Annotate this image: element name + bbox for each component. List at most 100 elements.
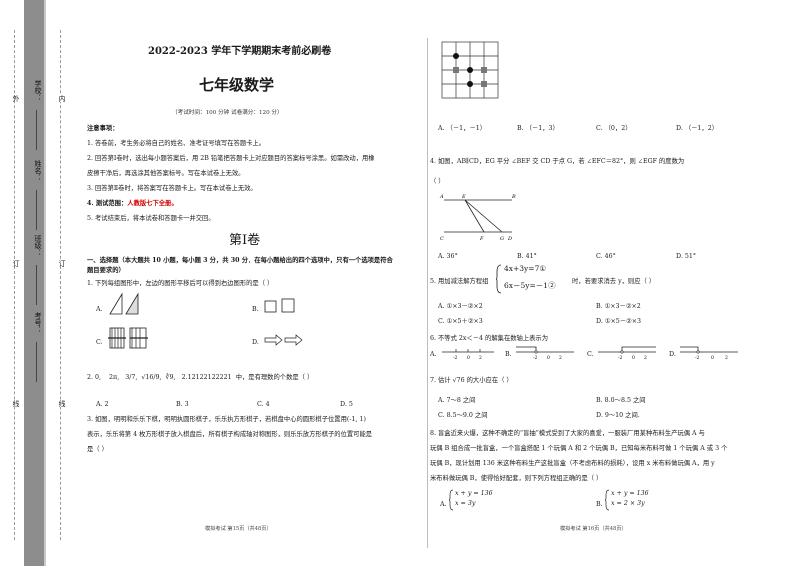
exam-info: （考试时间：100 分钟 试卷满分：120 分） — [172, 110, 283, 116]
exam-header: 2022-2023 学年下学期期末考前必刷卷 — [148, 46, 332, 57]
q5-option-c[interactable]: C. ①×5＋②×3 — [438, 318, 483, 325]
question-4: 4. 如图，AB∥CD，EG 平分 ∠BEF 交 CD 于点 G，若 ∠EFC＝… — [430, 158, 685, 165]
q6-option-b-number-line: -2 0 2 — [516, 346, 574, 361]
q4-label-d: D — [507, 236, 512, 242]
binding-bar — [24, 0, 44, 566]
q2-suffix: 中，是有理数的个数是（ ） — [235, 374, 314, 381]
q7-option-d[interactable]: D. 9～10 之间. — [596, 412, 640, 419]
class-field-line[interactable] — [36, 265, 37, 305]
q4-option-c[interactable]: C. 46° — [596, 253, 616, 260]
binding-edge — [44, 0, 46, 566]
q2-option-a[interactable]: A. 2 — [96, 401, 109, 408]
q6d-tick-1: -2 — [695, 355, 700, 361]
q6-option-b-label[interactable]: B. — [505, 351, 512, 358]
school-field-label: 学校： — [34, 80, 42, 101]
q8-option-b-label[interactable]: B. — [596, 501, 603, 508]
q3-option-b[interactable]: B. （－1，3） — [517, 125, 559, 132]
q6a-tick-2: 0 — [467, 355, 470, 361]
q1-option-d-label[interactable]: D. — [252, 339, 259, 346]
q5-brace — [495, 264, 502, 294]
q4-label-g: G — [500, 236, 504, 242]
q4-label-b: B — [511, 194, 516, 200]
q4-label-a: A — [439, 194, 444, 200]
q4-option-a[interactable]: A. 36° — [438, 253, 458, 260]
question-3-line-2: 表示，乐乐将第 4 枚方形棋子放入棋盘后，所有棋子构成轴对称图形，则乐乐放方形棋… — [87, 431, 373, 438]
q6a-tick-1: -2 — [453, 355, 458, 361]
q7-option-b[interactable]: B. 8.0～8.5 之间 — [596, 397, 646, 404]
q6-option-a-label[interactable]: A. — [430, 351, 437, 358]
q8-option-a-label[interactable]: A. — [440, 501, 447, 508]
page-divider — [427, 38, 428, 548]
q5-equation-2: 6x－5y=－1② — [504, 281, 556, 290]
q2-item-3: √16/9 — [141, 374, 160, 381]
left-page: 2022-2023 学年下学期期末考前必刷卷 七年级数学 （考试时间：100 分… — [87, 46, 393, 532]
q6b-tick-3: 2 — [559, 355, 562, 361]
question-1: 1. 下列每组图形中，左边的图形平移后可以得到右边图形的是（ ） — [87, 280, 274, 287]
inner-char-1: 内 — [57, 95, 67, 102]
q4-option-b[interactable]: B. 41° — [517, 253, 537, 260]
q4-label-e: E — [461, 194, 466, 200]
q1-option-b-label[interactable]: B. — [252, 306, 259, 313]
notice-4: 4. 测试范围：人教版七下全册。 — [87, 199, 178, 208]
inner-char-2: 订 — [57, 260, 67, 267]
outer-cut-line — [14, 30, 15, 540]
outer-char-2: 订 — [12, 260, 20, 267]
q8-option-a-eq1: x + y = 136 — [455, 490, 493, 497]
left-footer: 模拟考试 第15页（共48页） — [205, 526, 272, 532]
q7-option-c[interactable]: C. 8.5～9.0 之间 — [438, 412, 488, 419]
q2-item-2: 3/7 — [125, 374, 136, 381]
question-8-line-4: 米布料做玩偶 B，使得恰好配套，则下列方程组正确的是（ ） — [430, 475, 603, 482]
outer-char-1: 外 — [12, 95, 20, 102]
exam-number-line[interactable] — [36, 342, 37, 382]
q6c-tick-1: -2 — [618, 355, 623, 361]
notice-5: 5. 考试结束后，将本试卷和答题卡一并交回。 — [87, 215, 215, 222]
inner-cut-line — [60, 30, 61, 540]
question-8-line-3: 玩偶 B，现计划用 136 米这种布料生产这批盲盒（不考虑布料的损耗），设用 x… — [430, 460, 715, 467]
subject-title: 七年级数学 — [199, 76, 275, 94]
q6c-tick-3: 2 — [644, 355, 647, 361]
q6-option-d-label[interactable]: D. — [669, 351, 676, 358]
chessboard-figure — [441, 41, 499, 99]
q1-option-c-label[interactable]: C. — [96, 339, 103, 346]
question-7: 7. 估计 √76 的大小应在（ ） — [430, 377, 513, 384]
q4-option-d[interactable]: D. 51° — [676, 253, 696, 260]
q4-label-f: F — [479, 236, 484, 242]
q6c-tick-2: 0 — [632, 355, 635, 361]
notice-2-cont: 皮擦干净后，再选涂其他答案标号。写在本试卷上无效。 — [87, 170, 245, 177]
q5-equation-1: 4x+3y=7① — [504, 264, 547, 273]
binding-strip: 外 订 线 学校： 姓名： 班级： 考号： — [0, 0, 61, 566]
question-4-paren: （ ） — [430, 178, 445, 185]
q5-option-a[interactable]: A. ①×3－②×2 — [438, 303, 483, 310]
q5-option-b[interactable]: B. ①×3－②×2 — [596, 303, 641, 310]
q6-option-c-label[interactable]: C. — [587, 351, 594, 358]
name-field-line[interactable] — [36, 190, 37, 230]
q6a-tick-3: 2 — [479, 355, 482, 361]
question-5-prefix: 5. 用加减法解方程组 — [430, 278, 489, 285]
notice-4-range: 人教版七下全册。 — [127, 200, 178, 207]
q1-option-c-figure — [108, 327, 148, 349]
part1-heading-cont: 题目要求的） — [87, 267, 125, 274]
right-footer: 模拟考试 第16页（共48页） — [560, 526, 627, 532]
question-8-line-2: 玩偶 B 组合成一批盲盒，一个盲盒搭配 1 个玩偶 A 和 2 个玩偶 B，已知… — [430, 445, 728, 452]
question-6: 6. 不等式 2x＜－4 的解集在数轴上表示为 — [430, 335, 549, 342]
q2-option-b[interactable]: B. 3 — [176, 401, 189, 408]
q5-option-d[interactable]: D. ①×5－②×3 — [596, 318, 641, 325]
q3-option-c[interactable]: C. （0，2） — [596, 125, 632, 132]
q7-option-a[interactable]: A. 7～8 之间 — [438, 397, 476, 404]
exam-number-label: 考号： — [34, 312, 42, 333]
q8-option-b-eq2: x = 2 × 3y — [611, 500, 645, 507]
q1-option-a-label[interactable]: A. — [96, 306, 103, 313]
q2-option-c[interactable]: C. 4 — [257, 401, 270, 408]
school-field-line[interactable] — [36, 110, 37, 150]
q3-option-a[interactable]: A. （－1，－1） — [438, 125, 487, 132]
q2-option-d[interactable]: D. 5 — [340, 401, 353, 408]
class-field-label: 班级： — [34, 235, 42, 256]
notice-4-prefix: 4. 测试范围： — [87, 200, 128, 207]
q2-item-1: 2π — [109, 374, 118, 381]
part1-heading: 一、选择题（本大题共 10 小题，每小题 3 分，共 30 分．在每小题给出的四… — [87, 257, 393, 264]
name-field-label: 姓名： — [34, 160, 42, 181]
q3-option-d[interactable]: D. （－1，2） — [676, 125, 719, 132]
inner-char-3: 线 — [57, 400, 67, 407]
section-title: 第Ⅰ卷 — [229, 233, 261, 248]
